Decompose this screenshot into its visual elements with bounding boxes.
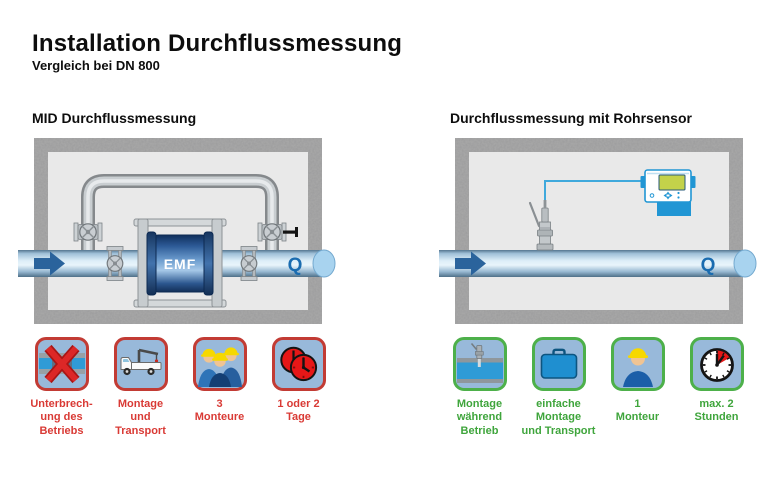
right-panel-title: Durchflussmessung mit Rohrsensor [450,110,692,126]
benefit-item: 1 Monteur [598,337,677,438]
benefit-item: max. 2 Stunden [677,337,756,438]
one-worker-icon [622,348,653,387]
pipe-end-cap [733,249,757,278]
left-panel-title: MID Durchflussmessung [32,110,197,126]
concrete-wall [455,138,743,324]
transmitter-display [658,174,686,191]
badge-two-clocks [271,337,326,391]
flow-arrow-icon [34,251,65,276]
drain-tap [283,230,298,234]
rohrsensor-installation-diagram: Q [439,138,757,324]
three-workers-icon [197,347,242,387]
badge-transport-case [531,337,586,391]
rohrsensor-benefits-row: Montage während Betrieb einfache Montage… [440,337,756,438]
benefit-item: Montage während Betrieb [440,337,519,438]
transmitter [640,169,696,216]
badge-one-worker [610,337,665,391]
flow-q-label: Q [701,255,716,276]
emf-label: EMF [164,256,197,272]
flow-q-label: Q [288,255,303,276]
transmitter-button [649,193,655,198]
drawback-item: 3 Monteure [180,337,259,438]
item-caption: 1 Monteur [615,398,660,424]
insertion-sensor [528,200,554,251]
bypass-valve-right [257,222,298,242]
benefit-item: einfache Montage und Transport [519,337,598,438]
item-caption: Montage während Betrieb [456,398,503,437]
interrupted-pipe-icon [38,344,85,384]
item-caption: max. 2 Stunden [694,398,739,424]
main-pipe [439,249,757,278]
transport-case-icon [540,348,577,379]
line-valve-left [106,246,124,281]
badge-two-hours-clock [689,337,744,391]
flow-arrow-icon [455,251,486,276]
line-valve-right [240,246,258,281]
page-subtitle: Vergleich bei DN 800 [32,58,160,73]
crane-truck-icon [120,348,161,376]
page-title: Installation Durchflussmessung [32,30,403,57]
bypass-pipe [81,174,279,258]
drawback-item: 1 oder 2 Tage [259,337,338,438]
badge-interrupted-pipe [34,337,89,391]
badge-insertion-sensor [452,337,507,391]
mid-drawbacks-row: Unterbrech- ung des Betriebs Montage und… [22,337,338,438]
badge-three-workers [192,337,247,391]
badge-crane-truck [113,337,168,391]
item-caption: Montage und Transport [115,398,166,437]
mid-installation-diagram: EMF Q [18,138,336,324]
item-caption: 1 oder 2 Tage [277,398,320,424]
item-caption: 3 Monteure [194,398,245,424]
two-hours-clock-icon [699,348,734,382]
emf-flowmeter: EMF [133,218,227,308]
drawback-item: Unterbrech- ung des Betriebs [22,337,101,438]
drawback-item: Montage und Transport [101,337,180,438]
item-caption: Unterbrech- ung des Betriebs [30,398,93,437]
valve-lever [528,201,541,228]
insertion-sensor-icon [456,342,503,383]
two-clocks-icon [279,346,317,382]
pipe-end-cap [312,249,336,278]
signal-cable [544,180,645,201]
bypass-valve-left [73,222,103,242]
item-caption: einfache Montage und Transport [521,398,596,437]
